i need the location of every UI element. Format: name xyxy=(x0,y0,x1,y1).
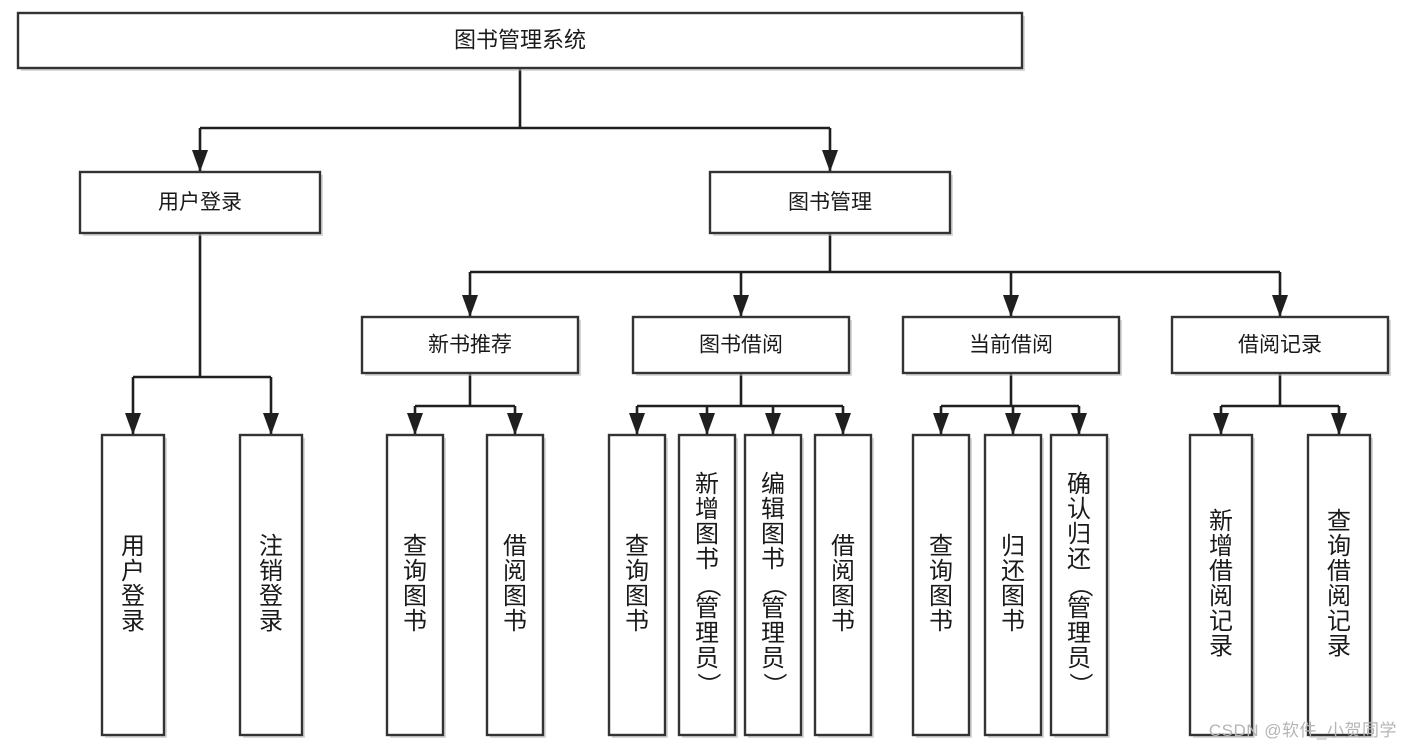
book-management-arrow-0 xyxy=(462,295,478,317)
current-borrow-arrow-2 xyxy=(1071,413,1087,435)
node-leaf-query-book-2[interactable] xyxy=(607,433,667,737)
book-borrow-arrow-0 xyxy=(629,413,645,435)
node-leaf-query-book-3[interactable] xyxy=(911,433,971,737)
node-current-borrow-label: 当前借阅 xyxy=(969,334,1053,357)
node-leaf-add-record[interactable] xyxy=(1188,433,1254,737)
node-leaf-user-login[interactable] xyxy=(100,433,166,737)
node-root-label: 图书管理系统 xyxy=(454,27,586,52)
root-arrow-0 xyxy=(192,150,208,172)
book-management-arrow-2 xyxy=(1003,295,1019,317)
root-arrow-1 xyxy=(822,150,838,172)
current-borrow-arrow-0 xyxy=(933,413,949,435)
node-leaf-query-record[interactable] xyxy=(1306,433,1372,737)
borrow-record-arrow-1 xyxy=(1331,413,1347,435)
node-root[interactable] xyxy=(16,11,1024,70)
book-borrow-arrow-1 xyxy=(699,413,715,435)
node-new-book-recommend[interactable] xyxy=(360,315,580,375)
book-management-arrow-1 xyxy=(733,295,749,317)
current-borrow-arrow-1 xyxy=(1005,413,1021,435)
node-leaf-add-book[interactable] xyxy=(677,433,737,737)
node-book-management-label: 图书管理 xyxy=(788,191,872,214)
node-current-borrow[interactable] xyxy=(901,315,1121,375)
book-management-arrow-3 xyxy=(1272,295,1288,317)
new-book-recommend-arrow-0 xyxy=(407,413,423,435)
book-borrow-arrow-3 xyxy=(835,413,851,435)
node-leaf-edit-book[interactable] xyxy=(743,433,803,737)
node-borrow-record[interactable] xyxy=(1170,315,1390,375)
node-user-login-label: 用户登录 xyxy=(158,191,242,214)
csdn-watermark: CSDN @软件_小贺同学 xyxy=(1208,721,1397,740)
borrow-record-arrow-0 xyxy=(1213,413,1229,435)
node-leaf-borrow-book-2[interactable] xyxy=(813,433,873,737)
node-book-borrow-label: 图书借阅 xyxy=(699,334,783,357)
node-leaf-query-book-1[interactable] xyxy=(385,433,445,737)
connector-layer xyxy=(125,68,1347,435)
node-new-book-recommend-label: 新书推荐 xyxy=(428,334,512,357)
box-layer xyxy=(16,11,1391,738)
book-borrow-arrow-2 xyxy=(765,413,781,435)
node-leaf-logout[interactable] xyxy=(238,433,304,737)
node-user-login[interactable] xyxy=(78,170,322,235)
new-book-recommend-arrow-1 xyxy=(507,413,523,435)
node-leaf-return-book[interactable] xyxy=(983,433,1043,737)
user-login-arrow-0 xyxy=(125,413,141,435)
user-login-arrow-1 xyxy=(263,413,279,435)
node-leaf-confirm-return[interactable] xyxy=(1049,433,1109,737)
node-book-borrow[interactable] xyxy=(631,315,851,375)
node-book-management[interactable] xyxy=(708,170,952,235)
node-leaf-borrow-book-1[interactable] xyxy=(485,433,545,737)
node-borrow-record-label: 借阅记录 xyxy=(1238,334,1322,357)
